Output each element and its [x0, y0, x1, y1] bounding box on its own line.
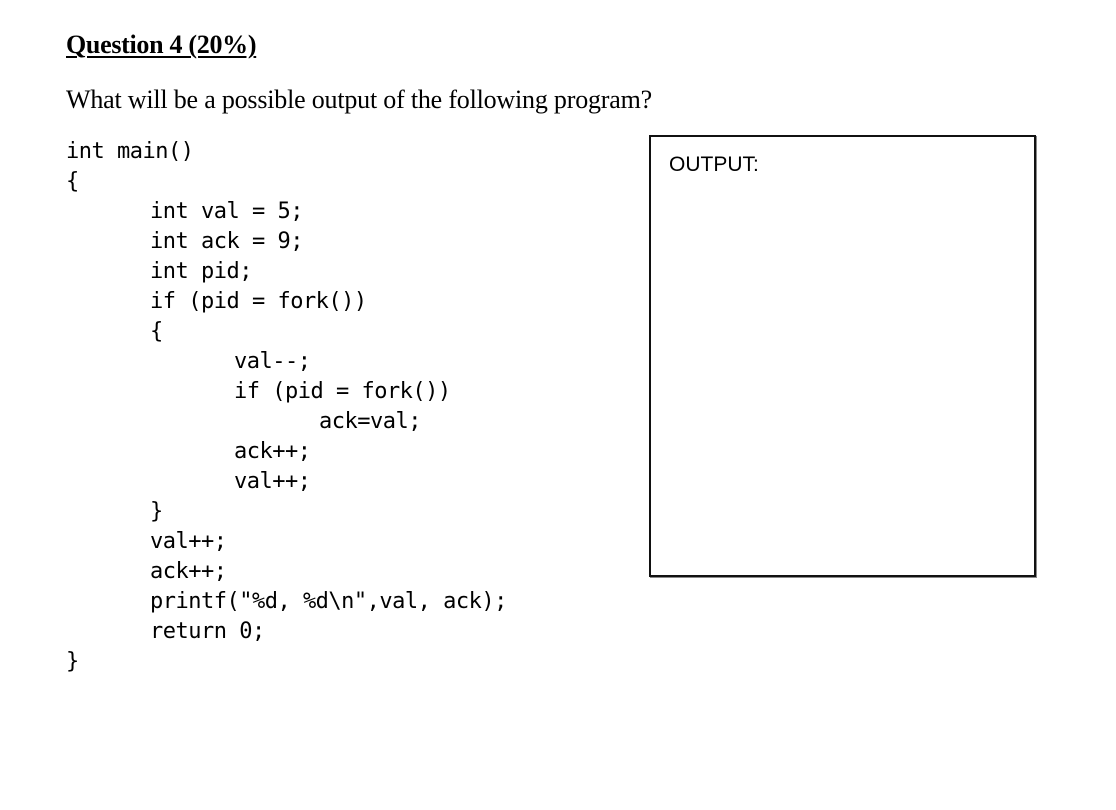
code-line: ack++;: [150, 559, 227, 584]
code-line: {: [66, 169, 79, 194]
code-line: }: [150, 499, 163, 524]
code-line: val--;: [234, 349, 311, 374]
question-prompt: What will be a possible output of the fo…: [66, 85, 652, 114]
code-line: val++;: [234, 469, 311, 494]
code-line: ack=val;: [319, 409, 421, 434]
code-line: }: [66, 649, 79, 674]
code-line: int ack = 9;: [150, 229, 303, 254]
code-line: val++;: [150, 529, 227, 554]
output-label: OUTPUT:: [669, 153, 759, 176]
code-line: printf("%d, %d\n",val, ack);: [150, 589, 507, 614]
code-line: {: [150, 319, 163, 344]
question-heading: Question 4 (20%): [66, 30, 257, 59]
code-line: if (pid = fork()): [234, 379, 451, 404]
code-line: ack++;: [234, 439, 311, 464]
code-line: if (pid = fork()): [150, 289, 367, 314]
code-line: int val = 5;: [150, 199, 303, 224]
code-line: return 0;: [150, 619, 265, 644]
code-line: int main(): [66, 139, 194, 164]
output-answer-box[interactable]: OUTPUT:: [649, 135, 1036, 577]
code-line: int pid;: [150, 259, 252, 284]
